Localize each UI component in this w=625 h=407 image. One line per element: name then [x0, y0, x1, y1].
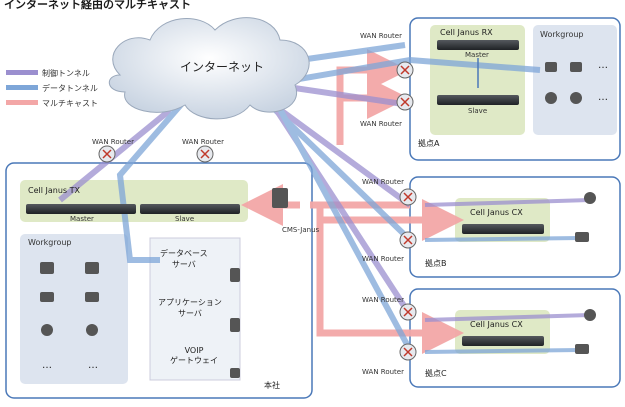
router-marks	[102, 65, 413, 357]
legend-label-data: データトンネル	[42, 84, 98, 93]
cms-label: CMS-Janus	[282, 226, 320, 234]
a-port-master: Master	[465, 51, 489, 59]
hq-ellipsis-2: …	[88, 360, 98, 371]
cloud-label: インターネット	[180, 60, 265, 74]
a-port-slave: Slave	[468, 107, 488, 115]
router-label-b1: WAN Router	[362, 178, 404, 186]
c-device-label: Cell Janus CX	[470, 320, 523, 329]
c-site-label: 拠点C	[425, 369, 447, 378]
a-device-label: Cell Janus RX	[440, 28, 493, 37]
router-label-b2: WAN Router	[362, 255, 404, 263]
c-device	[462, 336, 544, 346]
hq-workgroup-panel	[20, 234, 128, 384]
a-workgroup-panel	[533, 25, 617, 135]
a-device	[437, 40, 519, 105]
hq-ellipsis-1: …	[42, 360, 52, 371]
legend	[6, 70, 38, 105]
server-db-label: データベース サーバ	[160, 249, 208, 269]
router-label-hq1: WAN Router	[92, 138, 134, 146]
a-ellipsis-2: …	[598, 92, 608, 103]
server-panel	[149, 237, 241, 381]
a-workgroup-label: Workgroup	[540, 30, 584, 39]
hq-device-label: Cell Janus TX	[28, 186, 80, 195]
legend-label-control: 制御トンネル	[42, 69, 90, 78]
server-voip-label: VOIP ゲートウェイ	[170, 346, 218, 365]
router-label-a2: WAN Router	[360, 120, 402, 128]
server-app-label: アプリケーション サーバ	[158, 298, 222, 318]
b-site-label: 拠点B	[425, 259, 447, 268]
legend-swatch-control	[6, 70, 38, 75]
hq-port-slave: Slave	[175, 215, 195, 223]
a-ellipsis-1: …	[598, 60, 608, 71]
a-site-label: 拠点A	[418, 139, 440, 148]
internet-cloud	[108, 17, 310, 120]
legend-swatch-data	[6, 85, 38, 90]
endpoint-icons	[40, 62, 596, 378]
b-device-label: Cell Janus CX	[470, 208, 523, 217]
hq-workgroup-label: Workgroup	[28, 238, 72, 247]
hq-port-master: Master	[70, 215, 94, 223]
router-label-c1: WAN Router	[362, 296, 404, 304]
legend-swatch-multicast	[6, 100, 38, 105]
router-label-c2: WAN Router	[362, 368, 404, 376]
hq-site-label: 本社	[264, 381, 280, 390]
diagram-title: インターネット経由のマルチキャスト	[4, 0, 191, 11]
legend-label-multicast: マルチキャスト	[42, 99, 98, 108]
router-label-a1: WAN Router	[360, 32, 402, 40]
router-label-hq2: WAN Router	[182, 138, 224, 146]
hq-device	[26, 204, 240, 214]
b-device	[462, 224, 544, 234]
